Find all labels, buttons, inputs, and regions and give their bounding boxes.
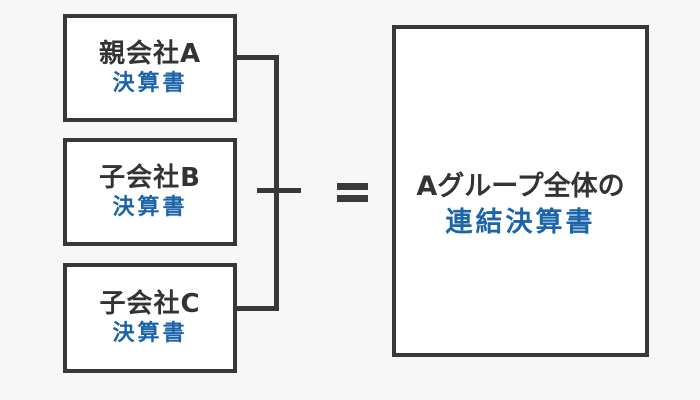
financial-statement-label: 決算書 bbox=[112, 321, 188, 347]
subsidiary-c-box: 子会社C 決算書 bbox=[63, 263, 237, 373]
consolidated-statement-box: Aグループ全体の 連結決算書 bbox=[392, 25, 649, 357]
company-name: 親会社A bbox=[98, 38, 202, 69]
subsidiary-b-box: 子会社B 決算書 bbox=[63, 138, 237, 246]
bracket-top-connector bbox=[235, 55, 279, 60]
company-name: 子会社B bbox=[99, 162, 201, 193]
bracket-vertical-connector bbox=[274, 55, 279, 311]
equals-bottom-bar bbox=[337, 195, 368, 202]
consolidated-statement-text: Aグループ全体の 連結決算書 bbox=[416, 171, 624, 240]
financial-statement-label: 決算書 bbox=[112, 71, 188, 97]
equals-top-bar bbox=[337, 183, 368, 190]
parent-company-a-box: 親会社A 決算書 bbox=[63, 14, 237, 122]
group-label: Aグループ全体の bbox=[416, 170, 625, 202]
company-name: 子会社C bbox=[99, 288, 201, 319]
financial-statement-label: 決算書 bbox=[112, 195, 188, 221]
bracket-bottom-connector bbox=[235, 306, 279, 311]
plus-tick-connector bbox=[257, 188, 301, 193]
consolidated-statement-label: 連結決算書 bbox=[445, 207, 596, 238]
equals-sign bbox=[337, 183, 368, 202]
